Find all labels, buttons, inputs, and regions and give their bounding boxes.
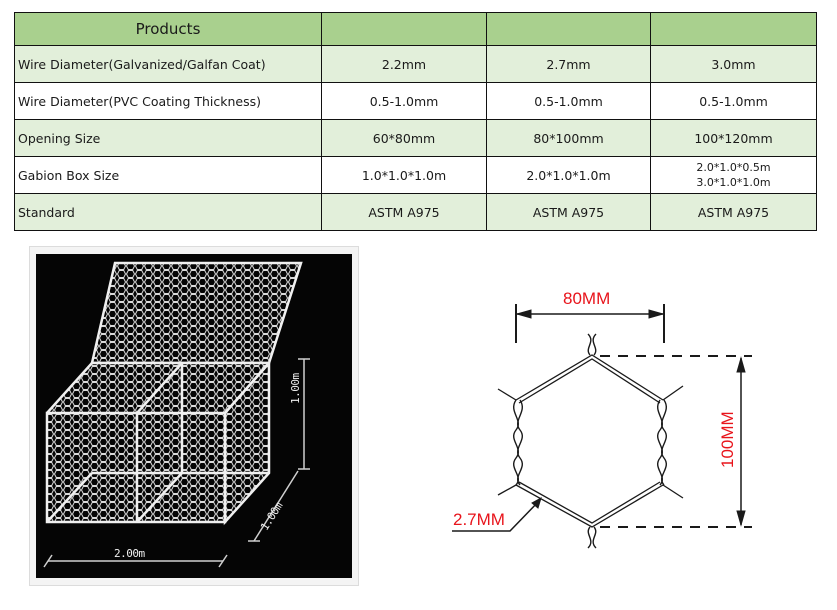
table-cell: ASTM A975 [321,193,487,231]
header-col-2 [486,12,651,46]
table-row: Standard ASTM A975 ASTM A975 ASTM A975 [14,193,817,231]
table-cell: 2.0*1.0*0.5m 3.0*1.0*1.0m [650,156,817,194]
gabion-box-drawing: 2.00m 1.00m 1.00m [29,246,359,586]
wire-diameter-label: 2.7MM [453,510,505,529]
table-cell: ASTM A975 [650,193,817,231]
table-cell: 80*100mm [486,119,651,157]
height-dimension-label: 1.00m [289,373,302,404]
row-label-gabion-box-size: Gabion Box Size [14,156,322,194]
row-label-standard: Standard [14,193,322,231]
table-cell: 0.5-1.0mm [650,82,817,120]
table-cell: 100*120mm [650,119,817,157]
mesh-opening-diagram: 80MM 100MM 2.7MM [420,270,800,570]
header-col-3 [650,12,817,46]
length-dimension-label: 2.00m [114,547,145,560]
table-cell: 60*80mm [321,119,487,157]
table-row: Gabion Box Size 1.0*1.0*1.0m 2.0*1.0*1.0… [14,156,817,194]
table-cell: 0.5-1.0mm [321,82,487,120]
header-col-1 [321,12,487,46]
table-cell: 2.2mm [321,45,487,83]
table-cell: ASTM A975 [486,193,651,231]
table-row: Wire Diameter(Galvanized/Galfan Coat) 2.… [14,45,817,83]
table-cell: 0.5-1.0mm [486,82,651,120]
table-cell: 3.0mm [650,45,817,83]
specification-table: Products Wire Diameter(Galvanized/Galfan… [14,12,817,231]
row-label-wire-diameter-galvanized: Wire Diameter(Galvanized/Galfan Coat) [14,45,322,83]
row-label-wire-diameter-pvc: Wire Diameter(PVC Coating Thickness) [14,82,322,120]
gabion-box-icon [43,261,310,568]
box-size-option-1: 2.0*1.0*0.5m [696,161,771,174]
table-header-row: Products [14,12,817,46]
header-products: Products [14,12,322,46]
opening-width-label: 80MM [563,289,611,308]
row-label-opening-size: Opening Size [14,119,322,157]
opening-height-label: 100MM [718,411,737,468]
table-row: Opening Size 60*80mm 80*100mm 100*120mm [14,119,817,157]
gabion-box-canvas: 2.00m 1.00m 1.00m [36,254,352,578]
hexagonal-mesh-icon [452,304,752,549]
table-row: Wire Diameter(PVC Coating Thickness) 0.5… [14,82,817,120]
table-cell: 1.0*1.0*1.0m [321,156,487,194]
table-cell: 2.7mm [486,45,651,83]
table-cell: 2.0*1.0*1.0m [486,156,651,194]
box-size-option-2: 3.0*1.0*1.0m [696,176,771,189]
